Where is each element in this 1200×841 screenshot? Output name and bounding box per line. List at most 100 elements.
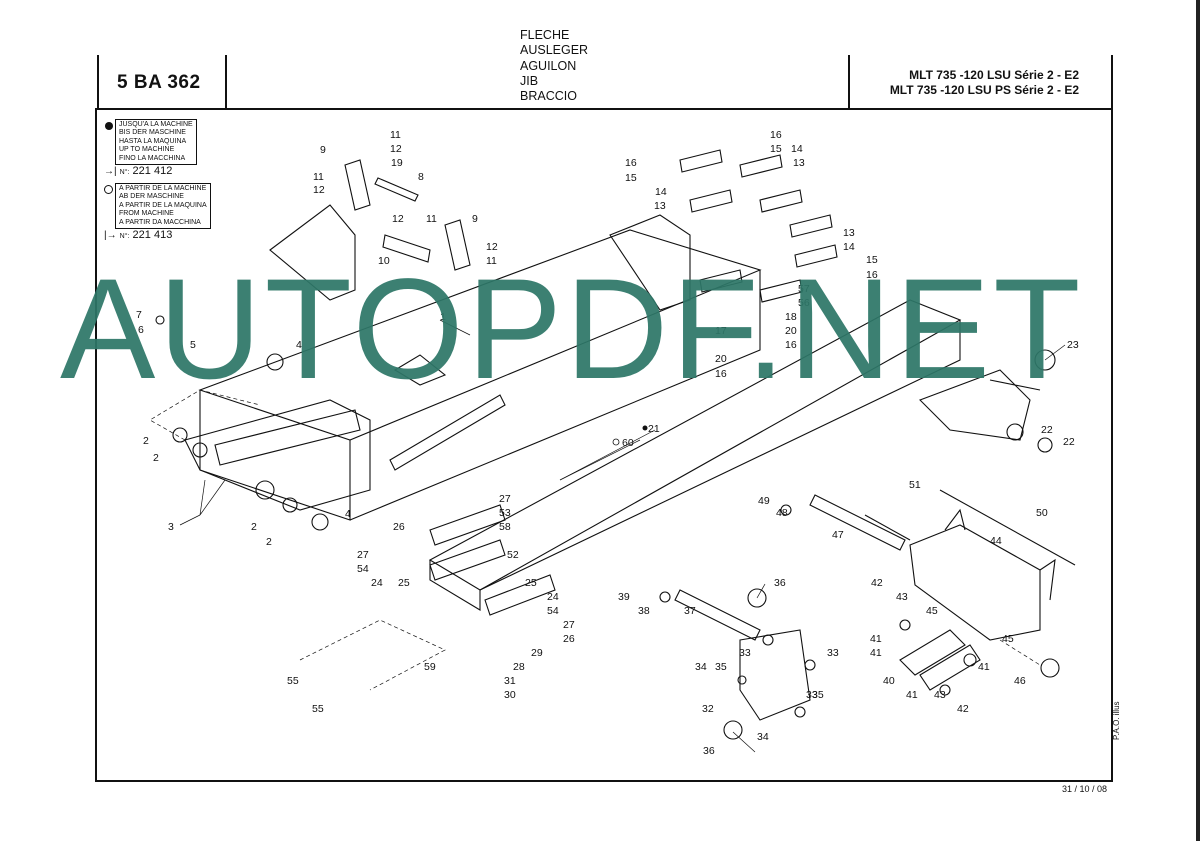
- callout-16: 16: [715, 368, 727, 380]
- callout-11: 11: [313, 171, 324, 183]
- callout-42: 42: [957, 703, 969, 715]
- callout-12: 12: [392, 213, 404, 225]
- callout-42: 42: [871, 577, 883, 589]
- callout-41: 41: [906, 689, 918, 701]
- legend-until: JUSQU'A LA MACHINE BIS DER MASCHINE HAST…: [115, 119, 197, 166]
- callout-22: 22: [1063, 436, 1075, 448]
- boom-outline: [155, 149, 1076, 740]
- callout-27: 27: [563, 619, 575, 631]
- title-block: FLECHE AUSLEGER AGUILON JIB BRACCIO: [520, 28, 588, 104]
- callout-53: 53: [499, 507, 511, 519]
- print-date: 31 / 10 / 08: [1062, 784, 1108, 794]
- title-en: JIB: [520, 73, 539, 88]
- callout-27: 27: [357, 549, 369, 561]
- reference-box: 5 BA 362: [97, 55, 227, 108]
- callout-11: 11: [486, 255, 497, 267]
- legend-from: A PARTIR DE LA MACHINE AB DER MASCHINE A…: [115, 183, 211, 230]
- callout-47: 47: [832, 529, 844, 541]
- callout-11: 11: [426, 213, 437, 225]
- callout-25: 25: [525, 577, 537, 589]
- callout-24: 24: [371, 577, 383, 589]
- callout-16: 16: [770, 129, 782, 141]
- callout-59: 59: [424, 661, 436, 673]
- callout-13: 13: [843, 227, 855, 239]
- from-machine-number: |→ N°: 221 413: [104, 229, 173, 241]
- callout-6: 6: [138, 324, 144, 336]
- callout-33: 33: [806, 689, 818, 701]
- callout-14: 14: [843, 241, 855, 253]
- title-it: BRACCIO: [520, 89, 577, 104]
- callout-3: 3: [168, 521, 174, 533]
- callout-13: 13: [793, 157, 805, 169]
- callout-20: 20: [715, 353, 727, 365]
- callout-58: 58: [499, 521, 511, 533]
- until-marker-21-icon: [642, 425, 648, 431]
- model-line-1: MLT 735 -120 LSU Série 2 - E2: [909, 68, 1079, 82]
- callout-45: 45: [926, 605, 938, 617]
- title-de: AUSLEGER: [520, 43, 589, 58]
- callout-15: 15: [866, 254, 878, 266]
- callout-38: 38: [638, 605, 650, 617]
- callout-28: 28: [513, 661, 525, 673]
- callout-44: 44: [990, 535, 1002, 547]
- watermark: AUTOPDF.NET: [60, 250, 1084, 409]
- page-edge-bar: [1196, 0, 1200, 841]
- callout-12: 12: [313, 184, 325, 196]
- model-box: MLT 735 -120 LSU Série 2 - E2 MLT 735 -1…: [848, 55, 1113, 108]
- callout-30: 30: [504, 689, 516, 701]
- callout-2: 2: [143, 435, 149, 447]
- callout-39: 39: [618, 591, 630, 603]
- callout-4: 4: [345, 508, 351, 520]
- callout-11: 11: [390, 129, 401, 141]
- callout-4: 4: [296, 339, 302, 351]
- arrow-stop-icon: →|: [104, 166, 117, 177]
- callout-5: 5: [190, 339, 196, 351]
- callout-54: 54: [357, 563, 369, 575]
- callout-40: 40: [883, 675, 895, 687]
- callout-31: 31: [504, 675, 516, 687]
- callout-33: 33: [827, 647, 839, 659]
- callout-12: 12: [486, 241, 498, 253]
- callout-36: 36: [774, 577, 786, 589]
- callout-60: 60: [622, 437, 634, 449]
- callout-33: 33: [739, 647, 751, 659]
- callout-24: 24: [547, 591, 559, 603]
- callout-34: 34: [757, 731, 769, 743]
- callout-37: 37: [684, 605, 696, 617]
- callout-9: 9: [472, 213, 478, 225]
- callout-27: 27: [499, 493, 511, 505]
- callout-56: 56: [798, 297, 810, 309]
- callout-43: 43: [896, 591, 908, 603]
- until-machine-number: →| N°: 221 412: [104, 165, 173, 177]
- callout-25: 25: [398, 577, 410, 589]
- part-callouts: 1 2 2 2 2 3 4 4 5 6 7 8 9 9 10 11 11 11 …: [136, 129, 1079, 757]
- callout-1: 1: [440, 311, 446, 323]
- callout-14: 14: [791, 143, 803, 155]
- callout-35: 35: [812, 689, 824, 701]
- assembly-dash-lines: [149, 389, 1041, 691]
- callout-50: 50: [1036, 507, 1048, 519]
- from-marker-60-icon: [612, 438, 620, 446]
- callout-48: 48: [776, 507, 788, 519]
- callout-22: 22: [1041, 424, 1053, 436]
- callout-54: 54: [547, 605, 559, 617]
- callout-26: 26: [393, 521, 405, 533]
- callout-12: 12: [390, 143, 402, 155]
- callout-52: 52: [507, 549, 519, 561]
- callout-2: 2: [153, 452, 159, 464]
- callout-57: 57: [798, 283, 810, 295]
- callout-16: 16: [785, 339, 797, 351]
- callout-7: 7: [136, 309, 142, 321]
- callout-16: 16: [625, 157, 637, 169]
- illustration-credit: P.A.O. illus: [1112, 701, 1121, 740]
- callout-41: 41: [870, 647, 882, 659]
- callout-46: 46: [1014, 675, 1026, 687]
- callout-32: 32: [702, 703, 714, 715]
- title-fr: FLECHE: [520, 28, 570, 42]
- callout-36: 36: [703, 745, 715, 757]
- from-machine-dot-icon: [104, 185, 113, 194]
- callout-20: 20: [785, 325, 797, 337]
- callout-35: 35: [715, 661, 727, 673]
- title-es: AGUILON: [520, 58, 577, 73]
